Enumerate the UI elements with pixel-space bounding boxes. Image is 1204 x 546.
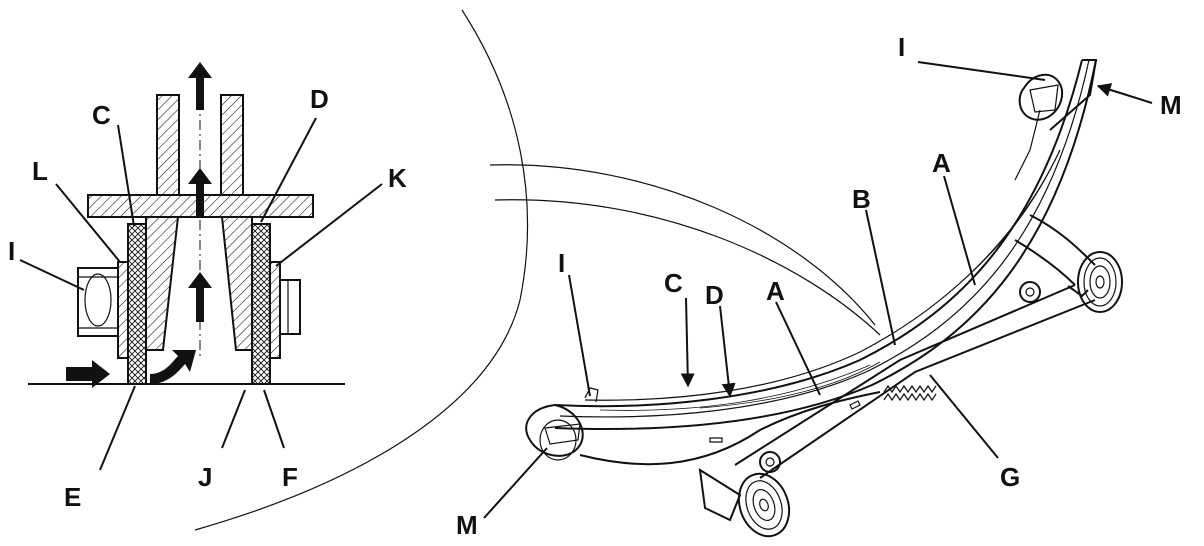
label-j-detail: J [198,462,212,492]
scraper-assembly: I M A B I C D A G M [456,32,1182,540]
label-m-bottom: M [456,510,478,540]
label-e-detail: E [64,482,81,512]
label-l-detail: L [32,156,48,186]
flow-arrow-curve [150,350,196,384]
seal-strip-d [251,223,271,385]
cone-wall-right [220,216,253,351]
wheel-i-ellipse [84,273,112,327]
cone-wall-left [145,216,180,351]
label-g: G [1000,462,1020,492]
label-i-top: I [898,32,905,62]
label-d-detail: D [310,84,329,114]
label-a-mid: A [766,276,785,306]
label-a-right: A [932,148,951,178]
tube-wall-right [220,94,244,196]
magnifier-outline [194,9,881,531]
housing-right [279,279,301,335]
label-i-left: I [558,248,565,278]
seal-strip-c [127,223,147,385]
flow-arrow-inlet [66,360,110,388]
label-i-detail: I [8,236,15,266]
label-c-main: C [664,268,683,298]
label-d-main: D [705,280,724,310]
label-b: B [852,184,871,214]
label-c-detail: C [92,100,111,130]
flow-arrow-up-low [188,272,212,322]
flow-arrow-up-mid [188,168,212,218]
wheel-housing-left [77,267,119,337]
label-f-detail: F [282,462,298,492]
block-k [269,261,281,359]
label-k-detail: K [388,163,407,193]
block-l [117,261,129,359]
cross-section-detail: C D L K I E J F [8,62,407,512]
label-m-top: M [1160,90,1182,120]
tube-wall-left [156,94,180,196]
flow-arrow-up-top [188,62,212,110]
